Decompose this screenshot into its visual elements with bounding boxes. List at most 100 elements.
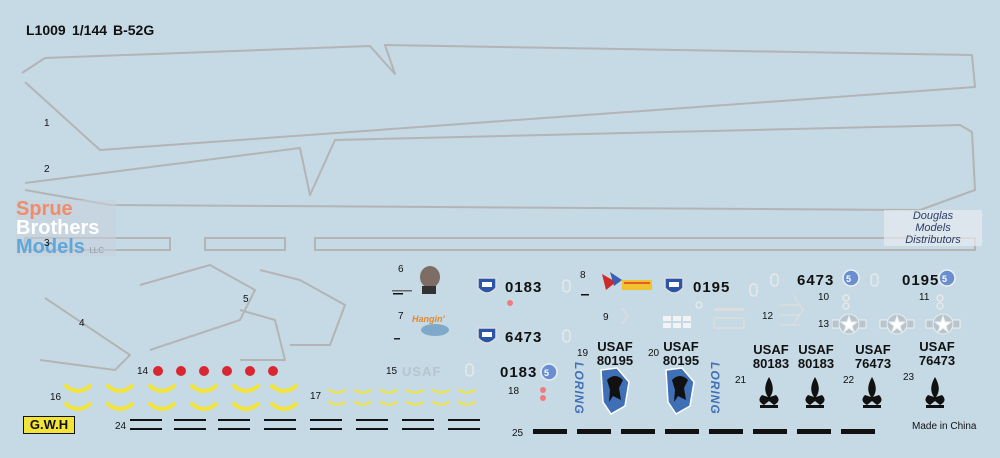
- svg-text:5: 5: [544, 368, 549, 378]
- label-14: 14: [137, 366, 149, 377]
- usaf-20-line2: 80195: [662, 353, 700, 368]
- usaf-21a-line1: USAF: [753, 342, 789, 357]
- made-in-china: Made in China: [912, 421, 977, 432]
- label-24: 24: [115, 421, 127, 432]
- label-10: 10: [818, 292, 830, 303]
- label-7: 7: [398, 311, 404, 322]
- outline-strip-3c: [314, 237, 976, 251]
- unit-shield-icon-1: [477, 277, 497, 294]
- sac-emblem-icon-3: 5: [938, 269, 956, 287]
- svg-text:Hangin': Hangin': [412, 314, 445, 324]
- usaf-19-line2: 80195: [596, 353, 634, 368]
- label-2: 2: [44, 164, 50, 175]
- star-insignia-icon-3: [925, 313, 961, 335]
- dm-line-2: Models: [915, 222, 951, 234]
- fleur-de-lis-icon-1: [759, 377, 779, 408]
- label-23: 23: [903, 372, 915, 383]
- watermark-line-3: Models: [16, 236, 85, 258]
- usaf-19-line1: USAF: [597, 339, 633, 354]
- usaf-block-21a: USAF 80183: [749, 343, 793, 371]
- serial-0195-nose: 0195: [902, 272, 940, 289]
- outline-strip-3b: [204, 237, 286, 251]
- black-stripes-25: [533, 429, 875, 434]
- kit-scale: 1/144: [72, 22, 108, 38]
- label-21: 21: [735, 375, 747, 386]
- usaf-23-line2: 76473: [918, 353, 956, 368]
- watermark-line-1: Sprue: [16, 198, 73, 220]
- yellow-bands-16: [64, 384, 298, 411]
- label-19: 19: [577, 348, 589, 359]
- serial-6473-nose: 6473: [797, 272, 835, 289]
- label-6: 6: [398, 264, 404, 275]
- label-12: 12: [762, 311, 774, 322]
- usaf-22-line2: 76473: [854, 356, 892, 371]
- label-16: 16: [50, 392, 62, 403]
- usaf-20-line1: USAF: [663, 339, 699, 354]
- outline-tail-7: [239, 309, 286, 361]
- unit-shield-icon-3: [664, 277, 684, 294]
- star-insignia-icon-1: [832, 313, 867, 335]
- moose-map-icon-19: [600, 367, 630, 415]
- fleur-de-lis-row: [759, 377, 945, 408]
- kit-code: L1009: [26, 22, 66, 38]
- label-11: 11: [919, 292, 930, 303]
- usaf-block-20: USAF 80195: [659, 340, 703, 368]
- usaf-block-23: USAF 76473: [914, 340, 960, 368]
- label-25: 25: [512, 428, 524, 439]
- outline-wing-lower: [24, 124, 976, 211]
- label-18: 18: [508, 386, 520, 397]
- serial-0195-tail: 0195: [693, 279, 731, 296]
- label-3: 3: [44, 238, 50, 249]
- label-13: 13: [818, 319, 830, 330]
- unit-shield-icon-2: [477, 327, 497, 344]
- usaf-lowvis-15: USAF: [402, 364, 442, 379]
- usaf-block-21b: USAF 80183: [794, 343, 838, 371]
- outline-tail-5: [139, 264, 256, 351]
- label-8: 8: [580, 270, 586, 281]
- black-stripes-24: [130, 419, 480, 430]
- moose-map-icon-20: [665, 367, 695, 415]
- label-1: 1: [44, 118, 50, 129]
- star-insignia-icon-2: [879, 313, 915, 335]
- red-markers-14: [153, 366, 278, 376]
- usaf-block-22: USAF 76473: [850, 343, 896, 371]
- label-9: 9: [603, 312, 609, 323]
- svg-text:5: 5: [942, 274, 947, 284]
- serial-0183-nose: 0183: [500, 364, 538, 381]
- nose-art-6-icon: [392, 266, 440, 295]
- fleur-de-lis-icon-4: [925, 377, 945, 408]
- usaf-block-19: USAF 80195: [593, 340, 637, 368]
- label-22: 22: [843, 375, 855, 386]
- nose-art-7-icon: Hangin': [394, 314, 449, 340]
- outline-tail-4: [39, 297, 131, 371]
- sac-emblem-icon-2: 5: [842, 269, 860, 287]
- national-insignia-row: [832, 313, 961, 335]
- sac-emblem-icon-1: 5: [540, 363, 558, 381]
- fleur-de-lis-icon-2: [805, 377, 825, 408]
- label-17: 17: [310, 391, 322, 402]
- label-20: 20: [648, 348, 660, 359]
- serial-0183-tail: 0183: [505, 279, 543, 296]
- nose-art-8-icon: [602, 272, 652, 290]
- fleur-de-lis-icon-3: [862, 377, 882, 408]
- nose-art-icons: Hangin': [392, 266, 449, 340]
- gwh-logo: G.W.H: [23, 416, 75, 434]
- label-4: 4: [79, 318, 85, 329]
- douglas-models-watermark: Douglas Models Distributors: [884, 210, 982, 246]
- sprue-brothers-watermark: Sprue Brothers Models LLC: [16, 198, 116, 258]
- loring-text-20: LORING: [708, 362, 722, 415]
- watermark-line-2: Brothers: [16, 217, 100, 239]
- dm-line-1: Douglas: [912, 210, 954, 222]
- usaf-22-line1: USAF: [855, 342, 891, 357]
- kit-model: B-52G: [113, 22, 155, 38]
- outline-tail-6: [259, 269, 346, 346]
- usaf-23-line1: USAF: [919, 339, 955, 354]
- watermark-llc: LLC: [89, 246, 105, 255]
- yellow-bands-17: [328, 389, 476, 406]
- svg-text:5: 5: [846, 274, 851, 284]
- dm-line-3: Distributors: [905, 234, 961, 246]
- usaf-21b-line2: 80183: [797, 356, 835, 371]
- outline-wing-upper: [21, 44, 976, 151]
- label-5: 5: [243, 294, 249, 305]
